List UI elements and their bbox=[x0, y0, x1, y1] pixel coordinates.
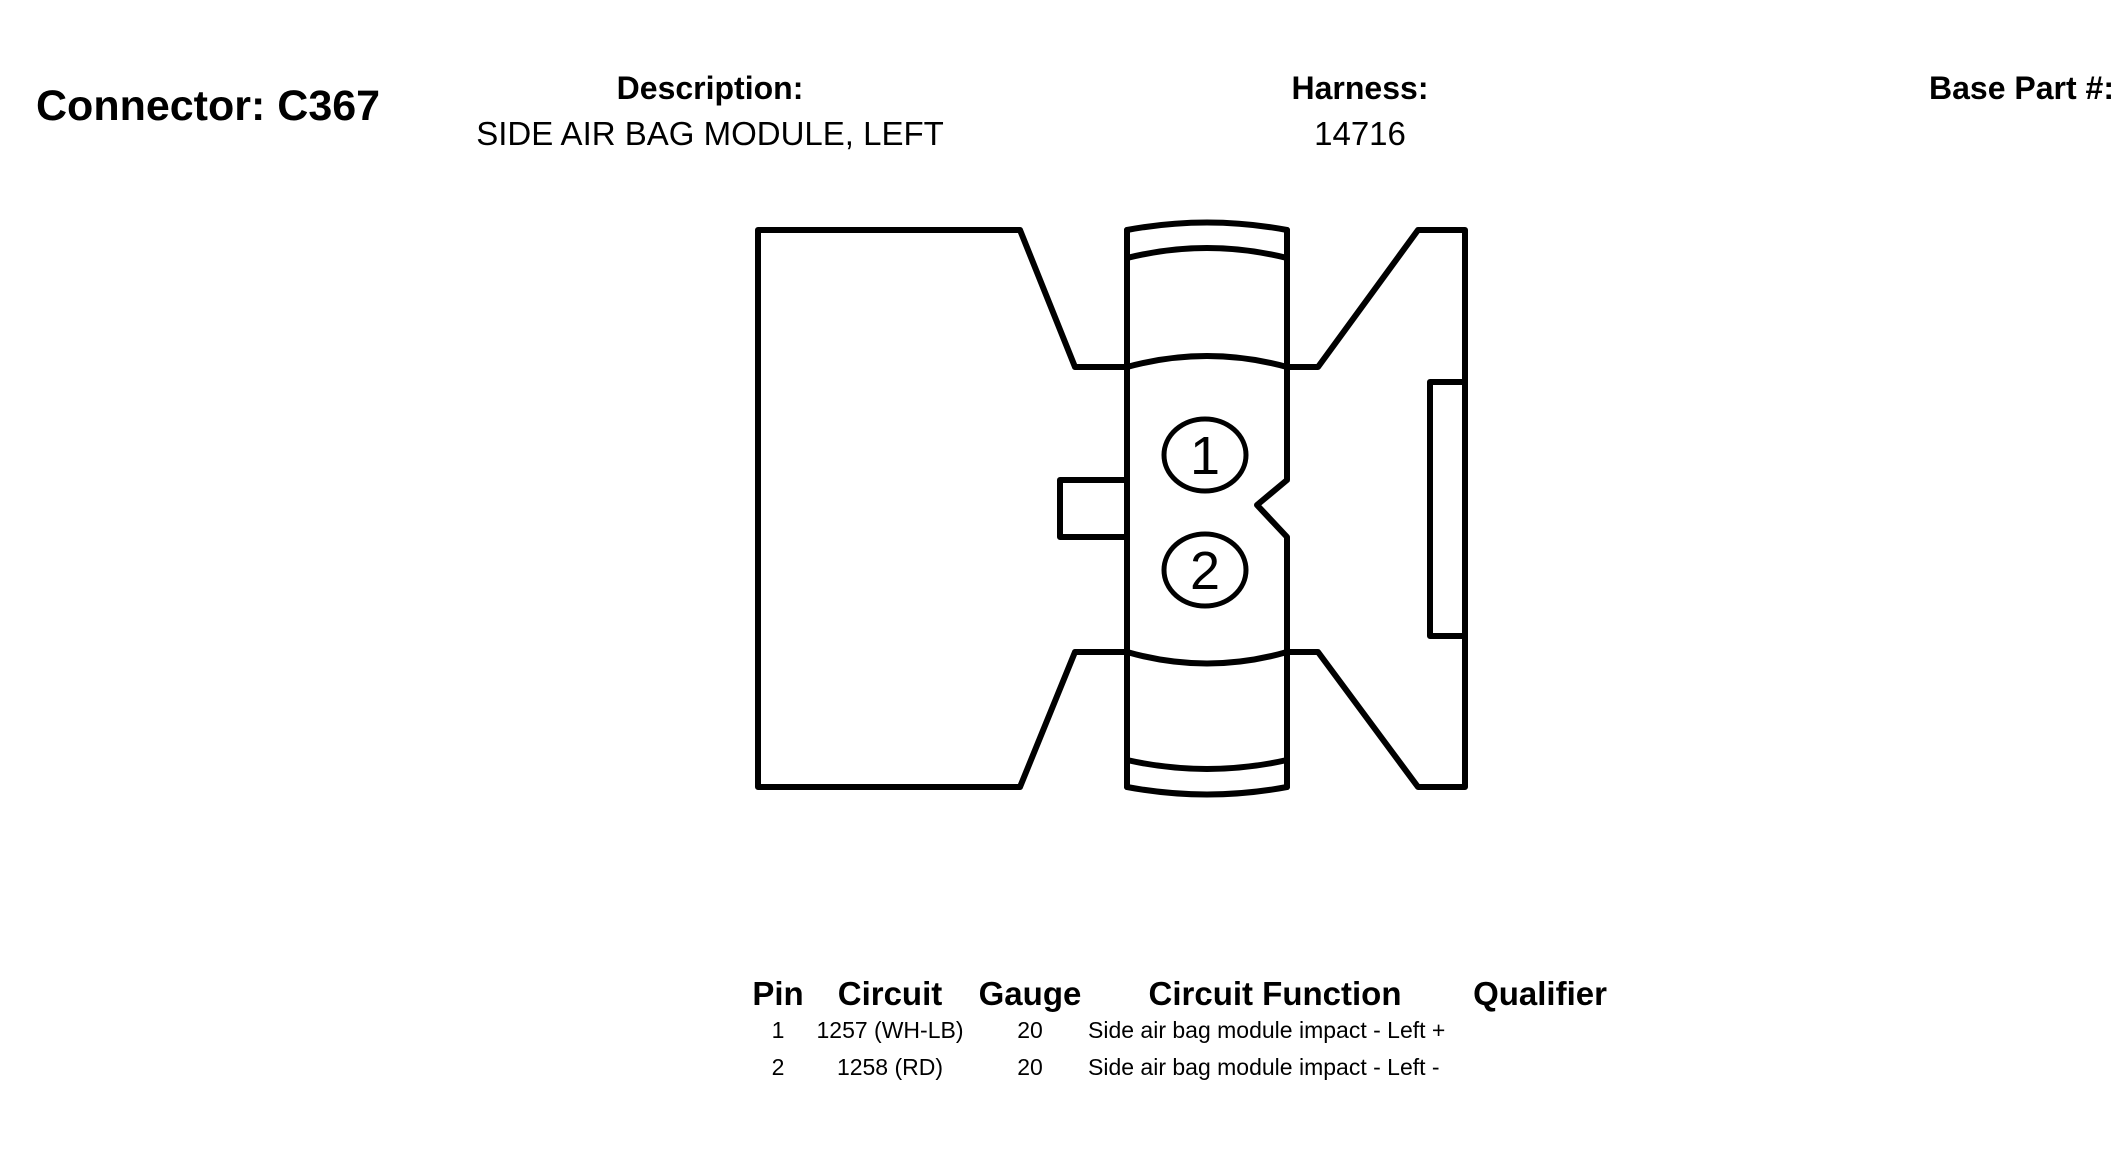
connector-left-housing bbox=[755, 227, 1130, 790]
connector-title: Connector: C367 bbox=[36, 82, 381, 130]
connector-bottom-latch bbox=[1124, 649, 1290, 798]
column-header-pin: Pin bbox=[752, 975, 804, 1012]
column-header-qualifier: Qualifier bbox=[1473, 975, 1607, 1012]
pin-1-label: 1 bbox=[1190, 426, 1220, 486]
row-2-circuit: 1258 (RD) bbox=[836, 1054, 944, 1080]
row-1-gauge: 20 bbox=[1017, 1017, 1043, 1043]
row-1-pin: 1 bbox=[771, 1017, 785, 1043]
connector-center-body bbox=[1124, 227, 1290, 790]
column-header-circuit-function: Circuit Function bbox=[1148, 975, 1402, 1012]
description-label: Description: bbox=[616, 70, 804, 106]
row-1-function: Side air bag module impact - Left + bbox=[1088, 1017, 1446, 1043]
row-1-circuit: 1257 (WH-LB) bbox=[816, 1017, 964, 1043]
connector-right-housing bbox=[1284, 227, 1468, 790]
cavity-pin-2: 2 bbox=[1161, 531, 1249, 609]
description-value: SIDE AIR BAG MODULE, LEFT bbox=[476, 115, 944, 152]
harness-label: Harness: bbox=[1291, 70, 1429, 106]
harness-value: 14716 bbox=[1314, 115, 1406, 152]
base-part-label: Base Part #: bbox=[1929, 70, 2114, 106]
column-header-circuit: Circuit bbox=[837, 975, 943, 1012]
connector-top-latch bbox=[1124, 219, 1290, 370]
column-header-gauge: Gauge bbox=[978, 975, 1082, 1012]
cavity-pin-1: 1 bbox=[1161, 416, 1249, 494]
pin-2-label: 2 bbox=[1190, 541, 1220, 601]
row-2-function: Side air bag module impact - Left - bbox=[1088, 1054, 1440, 1080]
row-2-gauge: 20 bbox=[1017, 1054, 1043, 1080]
row-2-pin: 2 bbox=[771, 1054, 785, 1080]
